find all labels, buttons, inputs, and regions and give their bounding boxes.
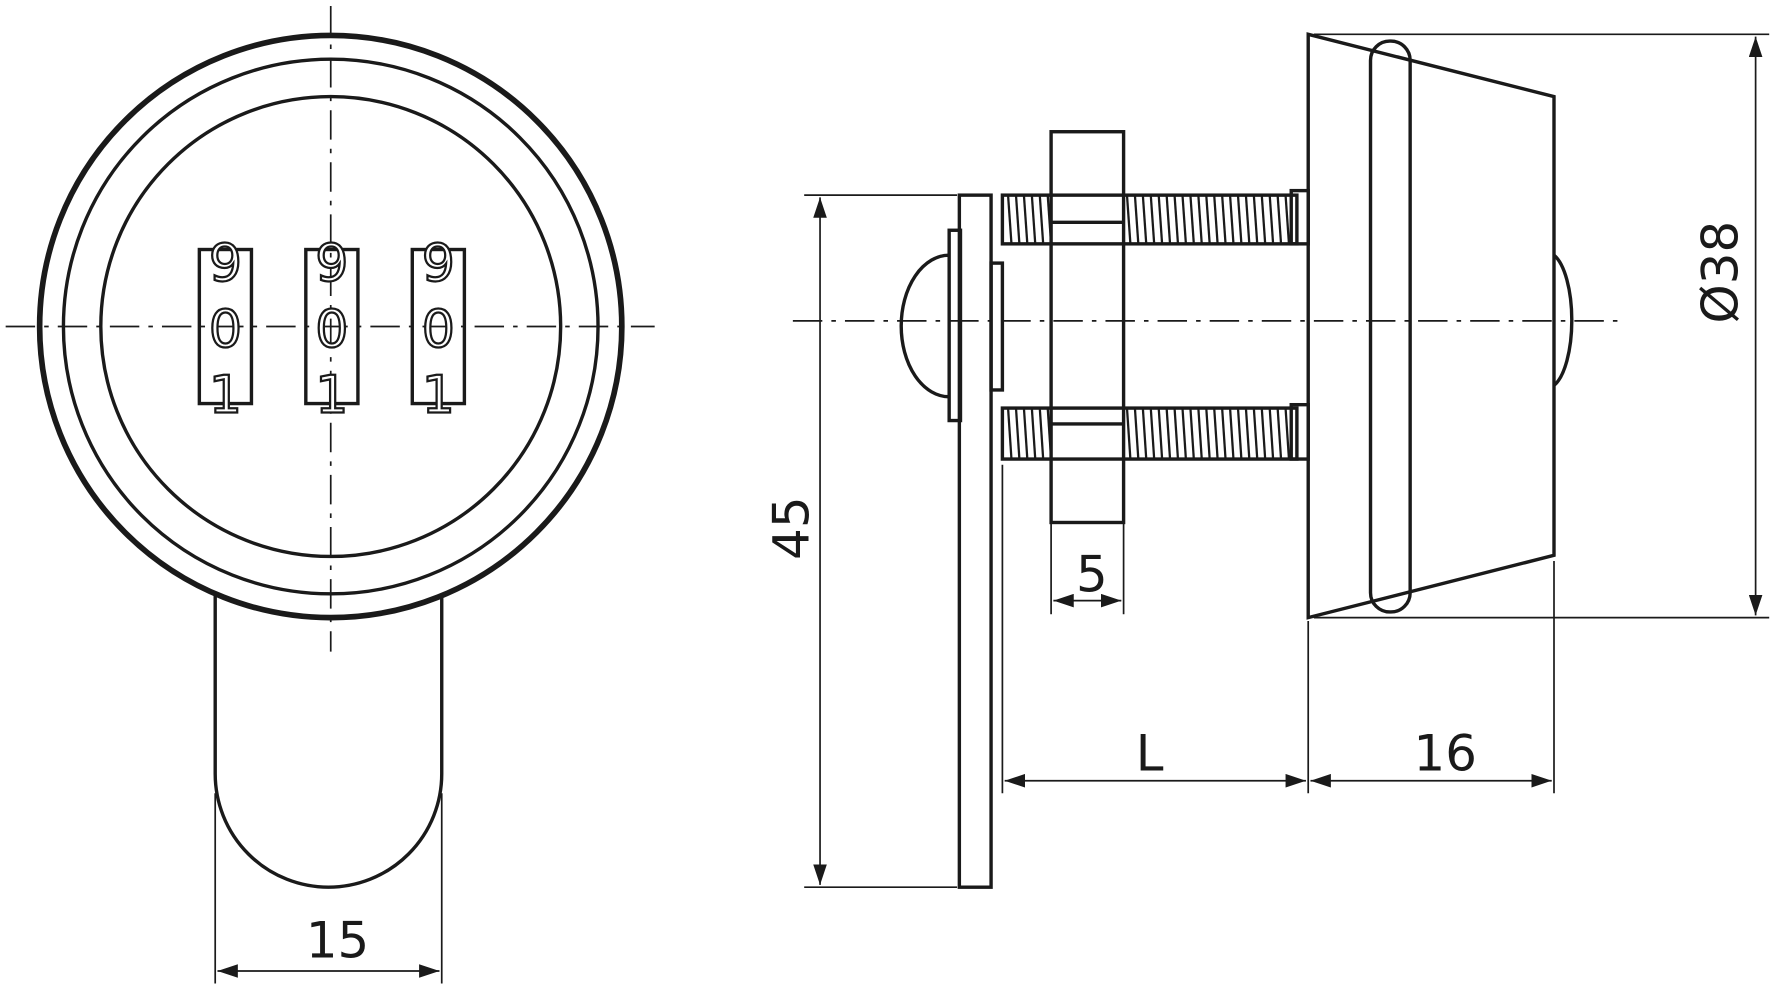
- thread-line: [1197, 195, 1203, 244]
- dimension-label-diameter: Ø38: [1691, 221, 1749, 324]
- thread-top: [1000, 193, 1299, 246]
- thread-line: [1006, 195, 1013, 244]
- thread-line: [1236, 408, 1243, 460]
- thread-line: [1157, 408, 1164, 460]
- bezel-ring: [1368, 39, 1412, 614]
- thread-line: [1189, 195, 1195, 244]
- thread-line: [1030, 408, 1037, 460]
- thread-line: [1141, 195, 1148, 244]
- dimension-label-height: 45: [763, 496, 821, 559]
- nut: [1049, 130, 1126, 525]
- thread-line: [1125, 195, 1132, 244]
- right-dome: [1552, 253, 1574, 387]
- dimension-label-length: L: [1136, 725, 1164, 783]
- thread-line: [1014, 195, 1021, 244]
- thread-line: [1284, 195, 1291, 244]
- thread-line: [1006, 408, 1013, 460]
- bezel: [1306, 32, 1556, 620]
- thread-line: [1181, 195, 1188, 244]
- thread-line: [1157, 195, 1164, 244]
- side-view: 45 5 L 16 Ø38: [763, 32, 1770, 889]
- thread-line: [1268, 195, 1275, 244]
- thread-line: [1189, 408, 1195, 460]
- thread-line: [1125, 408, 1132, 460]
- dimension-label-bezel: 16: [1414, 725, 1477, 783]
- thread-line: [1221, 408, 1227, 460]
- digit: 0: [315, 300, 348, 360]
- dimension-label-nut: 5: [1076, 546, 1108, 604]
- left-dome: [899, 253, 950, 399]
- lever: [213, 594, 444, 889]
- thread-line: [1260, 408, 1267, 460]
- digit: 0: [422, 300, 455, 360]
- thread-line: [1030, 195, 1037, 244]
- thread-line: [1038, 195, 1045, 244]
- thread-line: [1022, 195, 1029, 244]
- thread-line: [1284, 408, 1291, 460]
- digit: 9: [315, 234, 348, 294]
- thread-line: [1149, 408, 1156, 460]
- thread-line: [1268, 408, 1275, 460]
- thread-line: [1022, 408, 1029, 460]
- dimension-label-lever-width: 15: [306, 911, 369, 969]
- thread-line: [1260, 195, 1267, 244]
- thread-line: [1014, 408, 1021, 460]
- thread-line: [1252, 408, 1259, 460]
- thread-line: [1165, 195, 1172, 244]
- thread-bottom: [1000, 406, 1299, 461]
- digit: 1: [209, 366, 242, 426]
- thread-line: [1197, 408, 1203, 460]
- code-wheel-3[interactable]: 9 0 1: [410, 233, 467, 427]
- digit: 9: [209, 234, 242, 294]
- thread-line: [1252, 195, 1259, 244]
- thread-line: [1221, 195, 1227, 244]
- thread-line: [1038, 408, 1045, 460]
- thread-line: [1181, 408, 1188, 460]
- thread-line: [1228, 195, 1235, 244]
- thread-line: [1133, 195, 1140, 244]
- thread-line: [1173, 408, 1180, 460]
- thread-line: [1133, 408, 1140, 460]
- thread-line: [1244, 408, 1251, 460]
- thread-line: [1141, 408, 1148, 460]
- thread-line: [1276, 195, 1283, 244]
- thread-line: [1213, 408, 1219, 460]
- thread-line: [1173, 195, 1180, 244]
- code-wheel-1[interactable]: 9 0 1: [197, 233, 254, 427]
- thread-line: [1228, 408, 1235, 460]
- digit: 0: [209, 300, 242, 360]
- front-view: 9 0 1 9 0 1 9 0 1 15: [5, 5, 655, 984]
- thread-line: [1276, 408, 1283, 460]
- digit: 1: [422, 366, 455, 426]
- thread-line: [1205, 195, 1211, 244]
- digit: 1: [315, 366, 348, 426]
- code-wheel-2[interactable]: 9 0 1: [304, 233, 360, 427]
- thread-line: [1236, 195, 1243, 244]
- cam-plate: [957, 193, 993, 889]
- thread-line: [1149, 195, 1156, 244]
- thread-line: [1244, 195, 1251, 244]
- thread-line: [1165, 408, 1172, 460]
- digit: 9: [422, 234, 455, 294]
- thread-line: [1205, 408, 1211, 460]
- thread-line: [1213, 195, 1219, 244]
